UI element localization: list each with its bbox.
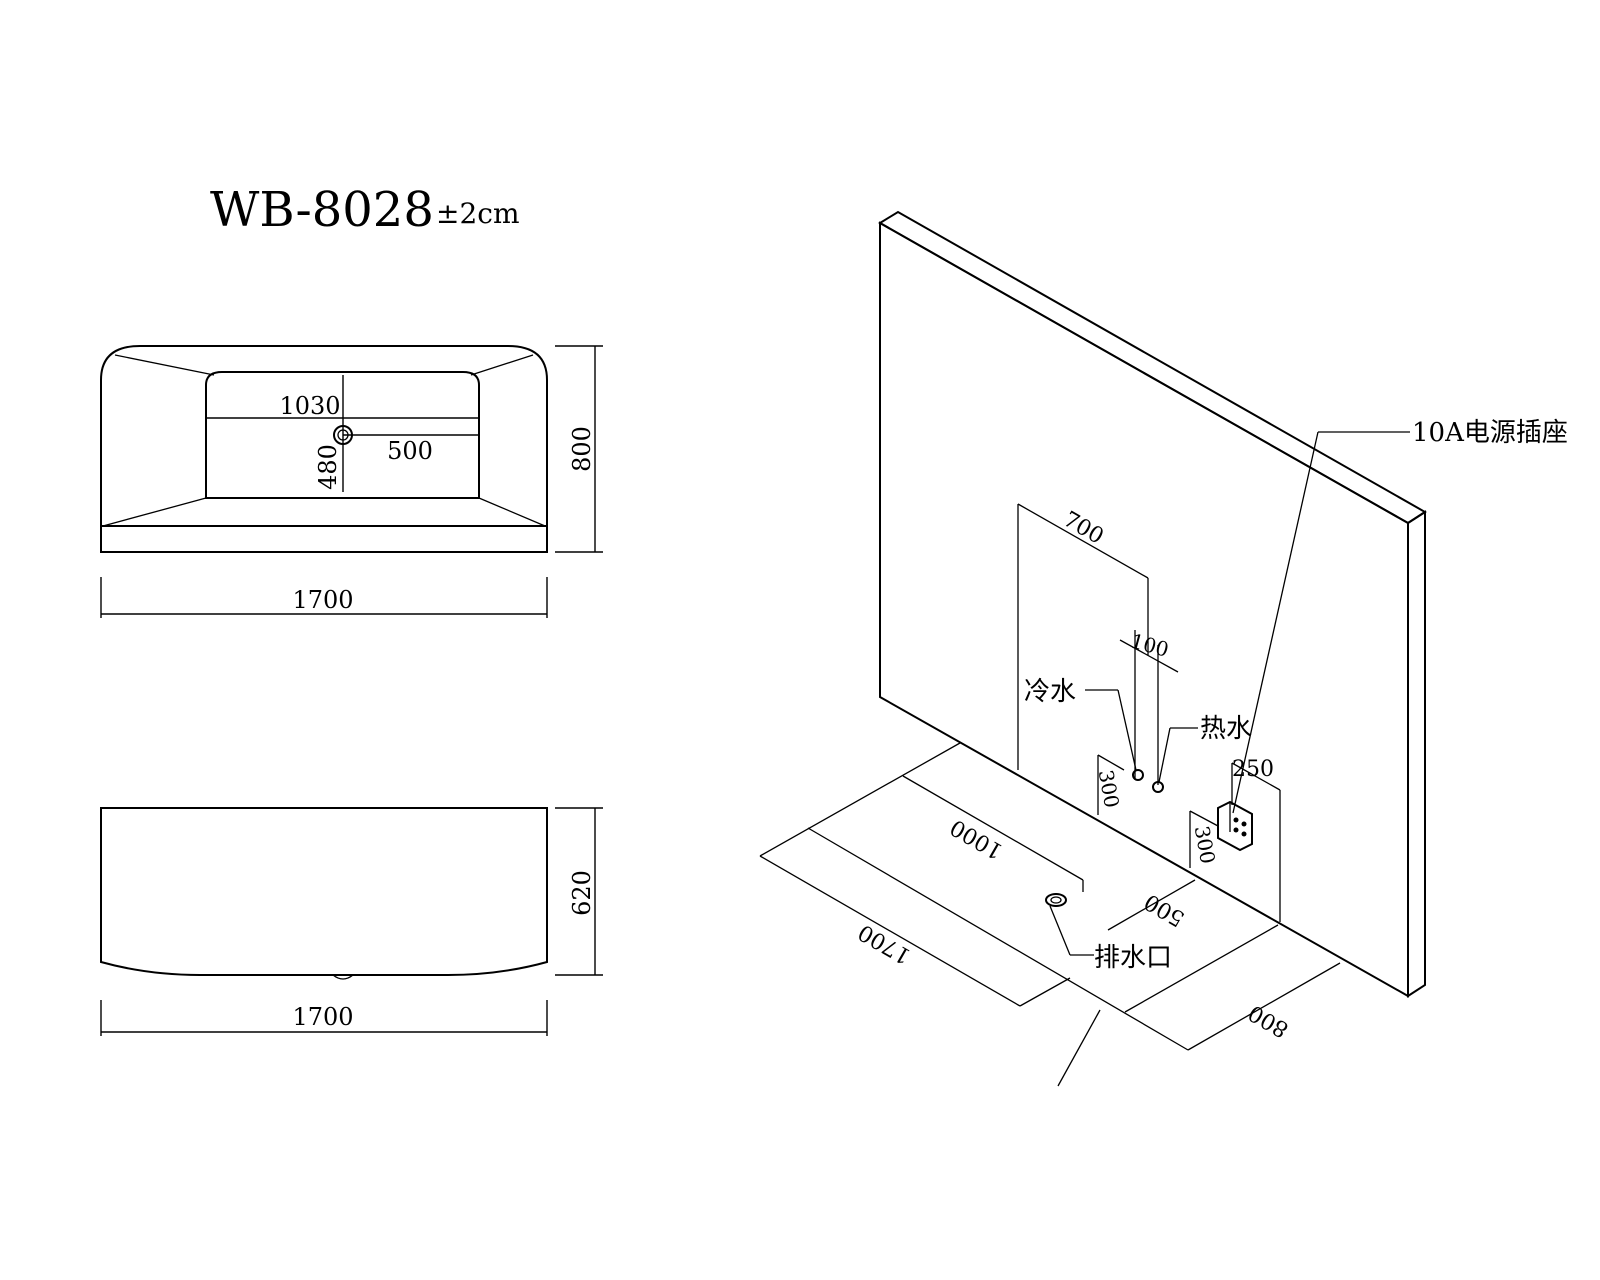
bevel-line — [102, 497, 207, 527]
reference-line — [1017, 503, 1149, 579]
wall-front-face — [879, 221, 1409, 998]
socket-hole — [1233, 827, 1239, 833]
socket-label: 10A电源插座 — [1412, 418, 1568, 448]
power-socket — [1217, 800, 1253, 852]
wall-side-edge — [1407, 510, 1426, 998]
drain-outlet-label: 排水口 — [1094, 943, 1172, 973]
dim-line — [1119, 639, 1179, 673]
floor-line — [807, 827, 1189, 1051]
floor-line — [1057, 1009, 1101, 1087]
dim-label-500: 500 — [387, 437, 433, 465]
front-view: 620 1700 — [100, 807, 603, 1036]
dim-label-1030: 1030 — [279, 392, 340, 420]
floor-line — [759, 855, 1021, 1007]
dim-label-480: 480 — [314, 444, 342, 490]
cold-water-label: 冷水 — [1024, 677, 1076, 707]
dim-label-620: 620 — [568, 870, 596, 916]
socket-hole — [1233, 817, 1239, 823]
dim-label-700: 700 — [1059, 507, 1108, 550]
wall-top-edge — [878, 210, 1427, 525]
top-view: 1030 480 500 800 1700 — [100, 345, 603, 618]
floor-line — [1019, 977, 1071, 1007]
dim-label-1700-iso: 1700 — [854, 919, 915, 969]
floor-line — [1187, 962, 1341, 1051]
floor-line — [902, 775, 1084, 881]
leader-line — [1158, 727, 1171, 783]
floor-line — [1124, 924, 1279, 1013]
bevel-line — [478, 497, 546, 527]
drain-outlet — [1045, 893, 1067, 907]
cold-water-pipe — [1132, 769, 1144, 781]
inner-basin — [205, 371, 480, 499]
tub-outline-top — [100, 345, 548, 553]
dim-label-800: 800 — [568, 426, 596, 472]
dim-label-800-iso: 800 — [1244, 999, 1293, 1042]
dim-label-1700-front: 1700 — [292, 1003, 353, 1031]
floor-line — [1107, 879, 1196, 931]
dim-line — [1097, 754, 1125, 771]
leader-line — [1117, 689, 1137, 771]
bevel-line — [470, 354, 534, 376]
dim-line — [1189, 810, 1219, 827]
socket-hole — [1241, 831, 1247, 837]
dim-label-300-socket: 300 — [1190, 824, 1220, 866]
leader-line — [1232, 431, 1319, 814]
hot-water-label: 热水 — [1200, 714, 1252, 744]
dim-label-1000: 1000 — [946, 814, 1007, 864]
dim-line — [1231, 762, 1281, 791]
title-block: WB-8028 ±2cm — [210, 182, 520, 238]
drain-bulge — [332, 974, 354, 980]
installation-view: 700 100 冷水 热水 300 250 300 — [759, 210, 1568, 1087]
leader-line — [1049, 905, 1071, 956]
tub-outline-front — [100, 807, 548, 976]
dim-label-250: 250 — [1232, 757, 1274, 782]
model-number: WB-8028 — [210, 182, 434, 238]
drain-outlet-inner — [1050, 896, 1062, 904]
floor-line — [759, 742, 961, 857]
socket-hole — [1241, 821, 1247, 827]
bevel-line — [114, 354, 215, 376]
hot-water-pipe — [1152, 781, 1164, 793]
tolerance: ±2cm — [436, 197, 520, 230]
dim-label-500-iso: 500 — [1140, 888, 1189, 931]
dim-label-1700-top: 1700 — [292, 586, 353, 614]
